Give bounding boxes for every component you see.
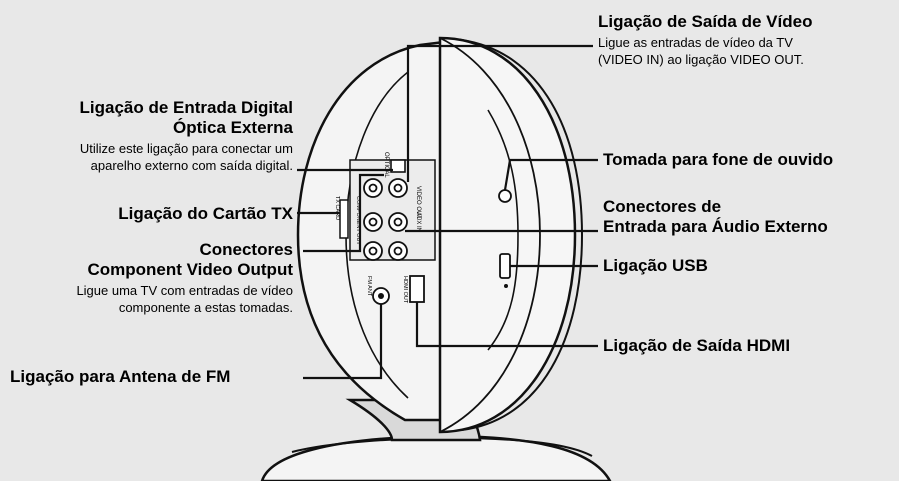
label-headphone: Tomada para fone de ouvido xyxy=(603,150,833,170)
front-rim xyxy=(461,39,584,431)
component-desc-2: componente a estas tomadas. xyxy=(118,300,293,315)
video-out-desc-1: Ligue as entradas de vídeo da TV xyxy=(598,35,793,50)
label-component: Conectores Component Video Output Ligue … xyxy=(76,240,293,316)
usb-port xyxy=(499,253,511,279)
leader-hdmi xyxy=(415,302,598,348)
tx-card-slot xyxy=(339,199,349,239)
optical-title-2: Óptica Externa xyxy=(173,118,293,137)
tx-card-title: Ligação do Cartão TX xyxy=(118,204,293,223)
panel-text-aux: AUX IN xyxy=(415,212,421,232)
label-tx-card: Ligação do Cartão TX xyxy=(118,204,293,224)
video-out-title: Ligação de Saída de Vídeo xyxy=(598,12,813,31)
headphone-title: Tomada para fone de ouvido xyxy=(603,150,834,169)
panel-text-component: COMPONENT OUT xyxy=(355,196,361,245)
label-aux-in: Conectores de Entrada para Áudio Externo xyxy=(603,197,828,237)
optical-desc-1: Utilize este ligação para conectar um xyxy=(79,141,293,156)
fm-title: Ligação para Antena de FM xyxy=(10,367,231,386)
component-title-1: Conectores xyxy=(199,240,293,259)
panel-text-video-out: VIDEO OUT xyxy=(415,186,421,219)
device-base xyxy=(260,434,612,481)
optical-port xyxy=(390,159,406,173)
front-body xyxy=(438,36,577,434)
headphone-jack xyxy=(498,189,512,203)
side-panel xyxy=(487,109,519,351)
label-usb: Ligação USB xyxy=(603,256,708,276)
hdmi-port xyxy=(409,275,425,303)
panel-text-tx: TX CARD xyxy=(334,196,340,220)
optical-title-1: Ligação de Entrada Digital xyxy=(79,98,294,117)
label-optical-in: Ligação de Entrada Digital Óptica Extern… xyxy=(80,98,294,174)
usb-title: Ligação USB xyxy=(603,256,708,275)
optical-desc-2: aparelho externo com saída digital. xyxy=(90,158,293,173)
component-title-2: Component Video Output xyxy=(87,260,293,279)
leader-video-out xyxy=(406,44,593,182)
label-video-out: Ligação de Saída de Vídeo Ligue as entra… xyxy=(598,12,812,68)
hdmi-title: Ligação de Saída HDMI xyxy=(603,336,791,355)
panel-text-hdmi: HDMI OUT xyxy=(402,276,408,304)
aux-title-1: Conectores de xyxy=(603,197,722,216)
component-desc-1: Ligue uma TV com entradas de vídeo xyxy=(76,283,293,298)
front-bezel xyxy=(439,37,541,433)
usb-led xyxy=(504,284,508,288)
label-fm: Ligação para Antena de FM xyxy=(10,367,230,387)
leader-component xyxy=(303,173,384,253)
leader-fm xyxy=(303,304,383,380)
panel-text-optical: OPTICAL xyxy=(383,152,389,178)
aux-title-2: Entrada para Áudio Externo xyxy=(603,217,828,236)
label-hdmi: Ligação de Saída HDMI xyxy=(603,336,790,356)
panel-text-fm: FM ANT xyxy=(366,276,372,297)
rca-jacks xyxy=(363,178,408,261)
leader-headphone xyxy=(503,158,598,191)
video-out-desc-2: (VIDEO IN) ao ligação VIDEO OUT. xyxy=(598,52,804,67)
